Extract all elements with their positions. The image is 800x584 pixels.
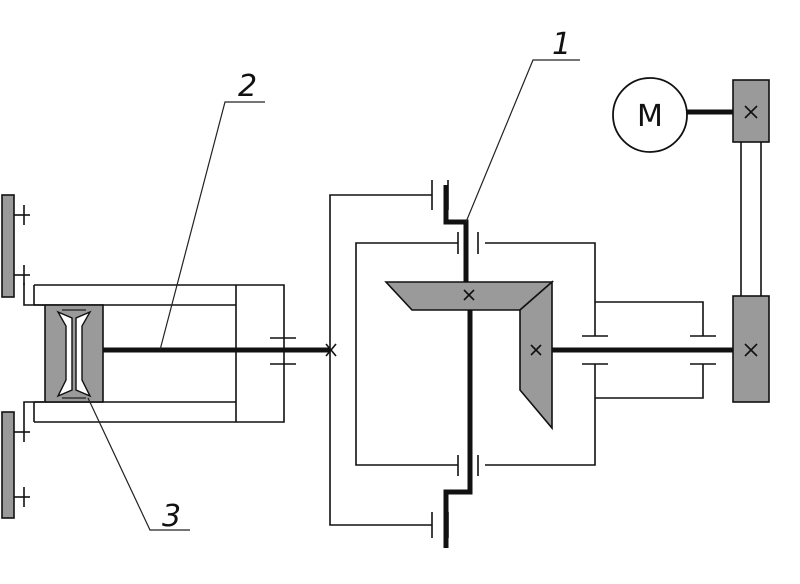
lower-roll <box>1 411 15 519</box>
callout-1: 1 <box>465 27 580 223</box>
item-number-2: 2 <box>238 69 257 104</box>
bevel-gear-vertical <box>519 280 553 431</box>
motor-circle <box>612 77 688 153</box>
left-rolling-unit <box>1 194 337 519</box>
belt-drive <box>732 79 770 403</box>
gear-center-cross-top <box>463 289 475 301</box>
callout-3: 3 <box>87 397 190 534</box>
joint-cross <box>325 343 337 357</box>
item-number-1: 1 <box>552 27 571 62</box>
bevel-gear-box <box>329 180 740 548</box>
pulley-cross-top <box>744 105 758 119</box>
motor: M <box>612 77 733 153</box>
gear-center-cross-side <box>530 344 542 356</box>
roll-pass-block <box>44 304 104 403</box>
item-number-3: 3 <box>162 499 181 534</box>
motor-label: M <box>637 99 663 134</box>
pulley-cross-bottom <box>744 343 758 357</box>
upper-roll <box>1 194 15 298</box>
callout-2: 2 <box>159 69 265 351</box>
